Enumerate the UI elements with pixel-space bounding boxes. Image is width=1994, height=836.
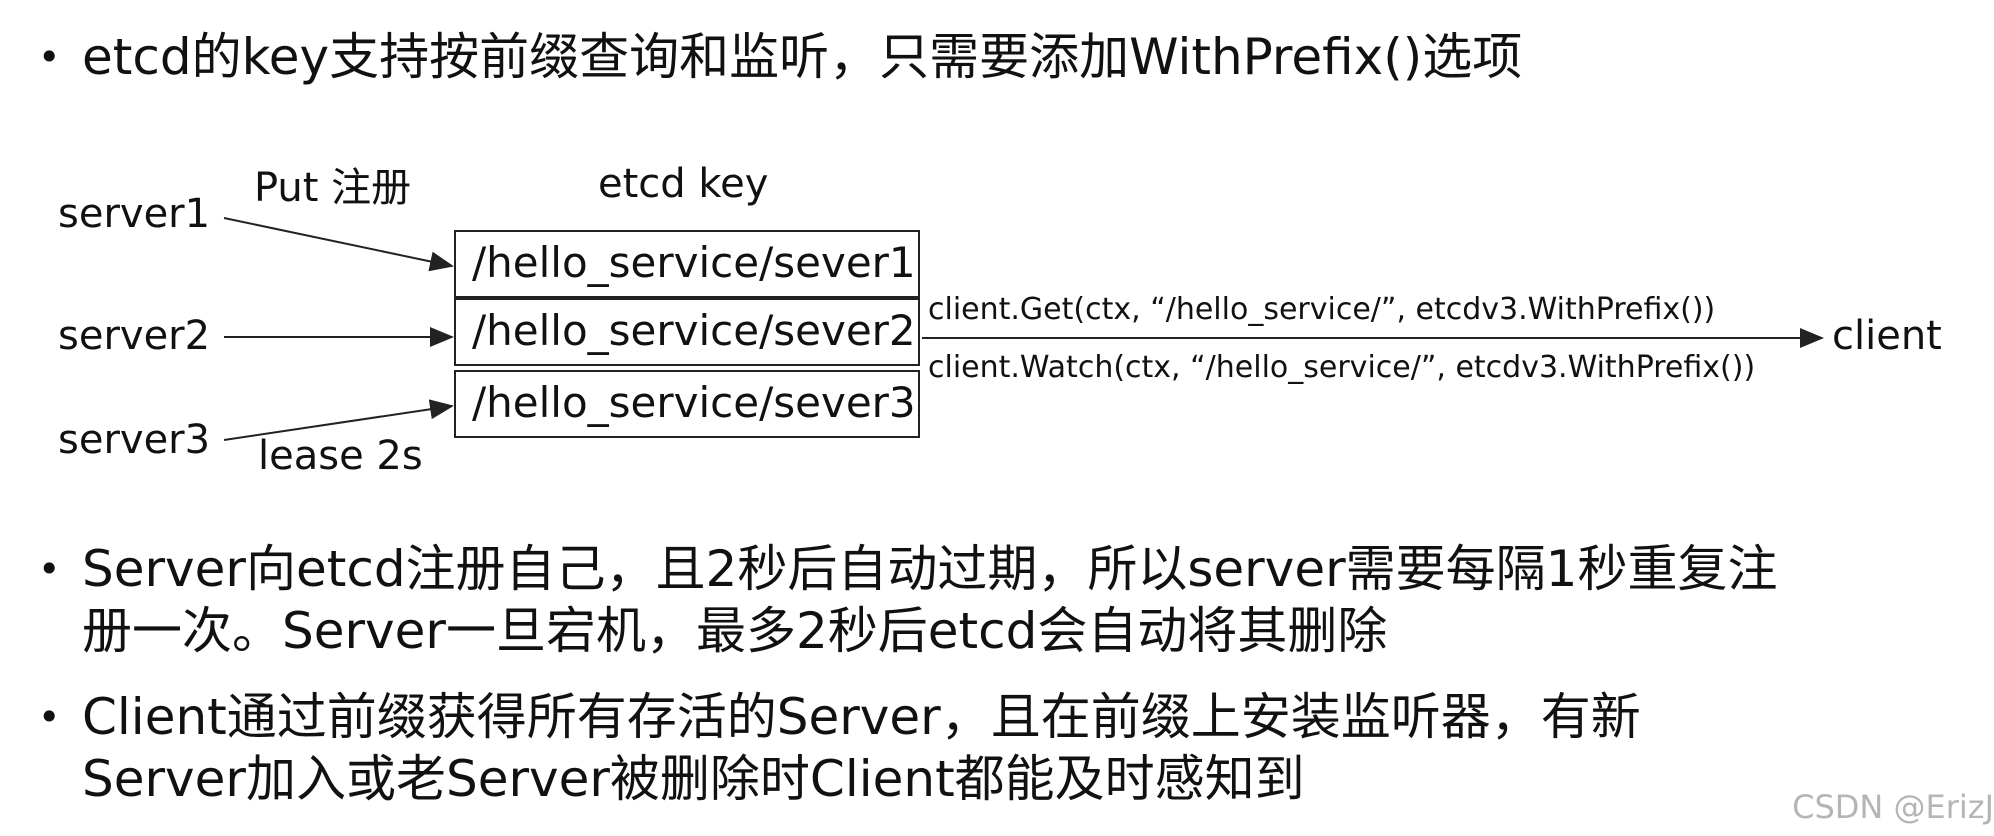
get-call-label: client.Get(ctx, “/hello_service/”, etcdv… bbox=[928, 292, 1716, 327]
key-box-2: /hello_service/sever2 bbox=[454, 298, 920, 366]
bullet-dot: • bbox=[38, 35, 61, 79]
bullet-2-line-1: Server向etcd注册自己，且2秒后自动过期，所以server需要每隔1秒重… bbox=[82, 540, 1778, 598]
bullet-dot: • bbox=[38, 547, 61, 591]
server3-label: server3 bbox=[58, 417, 211, 463]
bullet-2: • Server向etcd注册自己，且2秒后自动过期，所以server需要每隔1… bbox=[38, 538, 1777, 662]
put-label: Put 注册 bbox=[254, 165, 412, 211]
bullet-3-line-2: Server加入或老Server被删除时Client都能及时感知到 bbox=[82, 750, 1305, 808]
bullet-dot: • bbox=[38, 695, 61, 739]
bullet-3: • Client通过前缀获得所有存活的Server，且在前缀上安装监听器，有新 … bbox=[38, 686, 1641, 810]
key-box-1: /hello_service/sever1 bbox=[454, 230, 920, 298]
key-box-3: /hello_service/sever3 bbox=[454, 370, 920, 438]
server2-label: server2 bbox=[58, 313, 211, 359]
etcd-key-title: etcd key bbox=[598, 161, 769, 207]
bullet-3-line-1: Client通过前缀获得所有存活的Server，且在前缀上安装监听器，有新 bbox=[82, 688, 1641, 746]
arrow-server3 bbox=[223, 399, 454, 441]
client-label: client bbox=[1832, 313, 1942, 359]
server1-label: server1 bbox=[58, 191, 211, 237]
lease-label: lease 2s bbox=[258, 433, 423, 479]
arrow-server1 bbox=[223, 217, 454, 272]
bullet-2-line-2: 册一次。Server一旦宕机，最多2秒后etcd会自动将其删除 bbox=[82, 602, 1388, 660]
bullet-1: • etcd的key支持按前缀查询和监听，只需要添加WithPrefix()选项 bbox=[38, 26, 1522, 88]
watch-call-label: client.Watch(ctx, “/hello_service/”, etc… bbox=[928, 350, 1756, 385]
watermark: CSDN @ErizJ bbox=[1792, 788, 1994, 826]
bullet-1-text: etcd的key支持按前缀查询和监听，只需要添加WithPrefix()选项 bbox=[82, 28, 1523, 86]
